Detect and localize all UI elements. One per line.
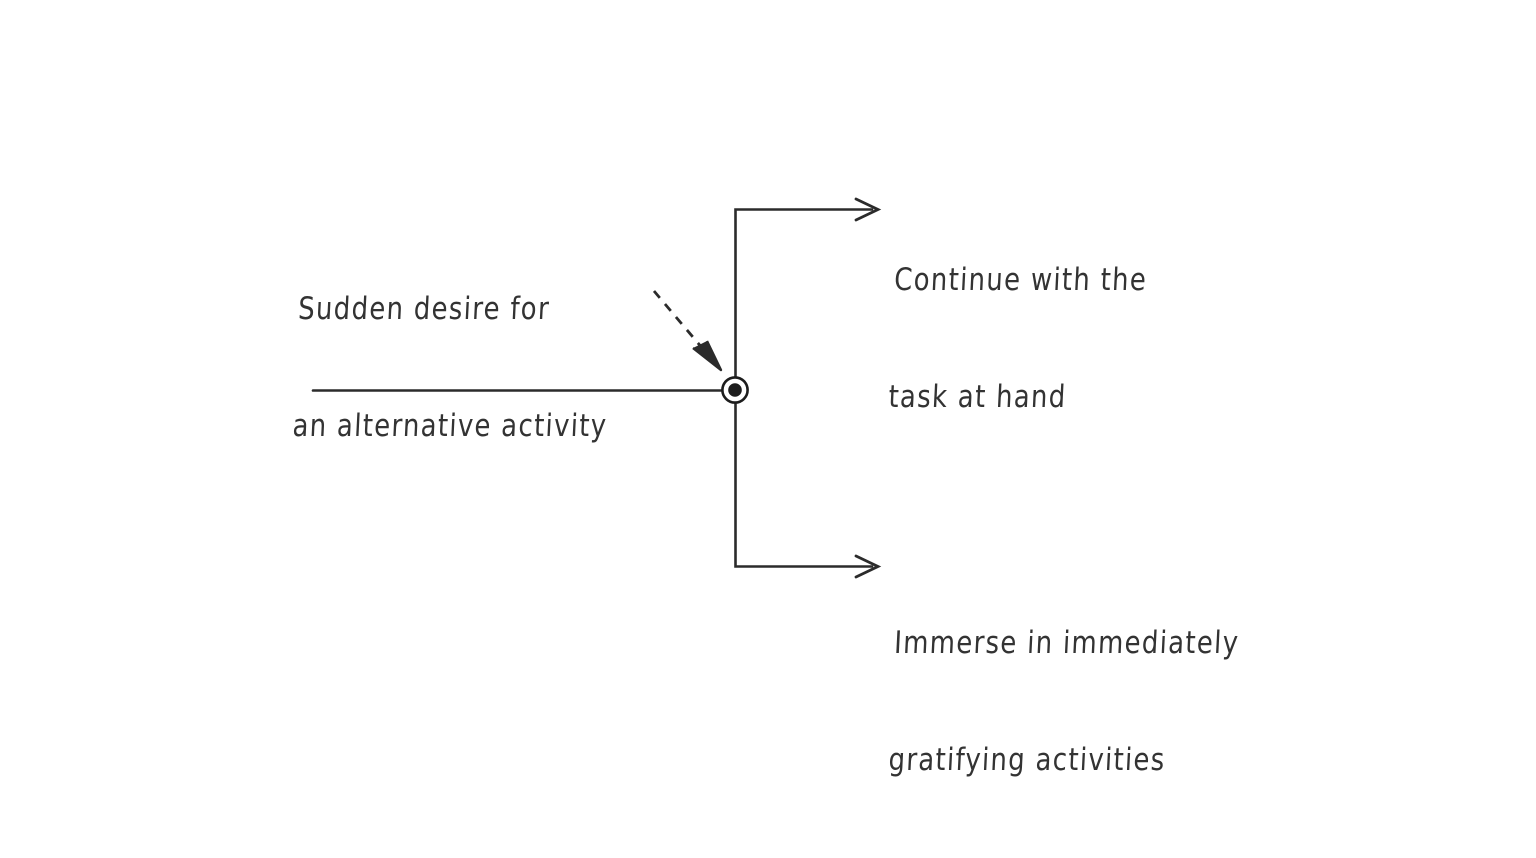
- branch-top-path: [734, 208, 874, 379]
- decision-point-dot-icon[interactable]: [728, 383, 742, 397]
- branch-top-arrowhead-icon: [854, 197, 882, 222]
- trigger-label-line-2: an alternative activity: [291, 408, 609, 444]
- branch-bottom-path: [734, 401, 874, 568]
- branch-bottom-label-line-2: gratifying activities: [887, 742, 1167, 778]
- branch-top-label: Continue with the task at hand: [884, 183, 1152, 495]
- branch-bottom-arrowhead-icon: [854, 554, 882, 579]
- branch-top-label-line-1: Continue with the: [893, 262, 1149, 298]
- diagram-graphics: [311, 197, 882, 579]
- trigger-label-line-1: Sudden desire for: [297, 291, 551, 327]
- branch-bottom-label: Immerse in immediately gratifying activi…: [884, 546, 1244, 858]
- diagram-canvas: Sudden desire for an alternative activit…: [288, 183, 1241, 778]
- trigger-label: Sudden desire for an alternative activit…: [288, 212, 618, 524]
- annotation-dashed-arrow-head-icon: [692, 340, 723, 372]
- branch-bottom-label-line-1: Immerse in immediately: [893, 625, 1241, 661]
- branch-top-label-line-2: task at hand: [887, 379, 1068, 415]
